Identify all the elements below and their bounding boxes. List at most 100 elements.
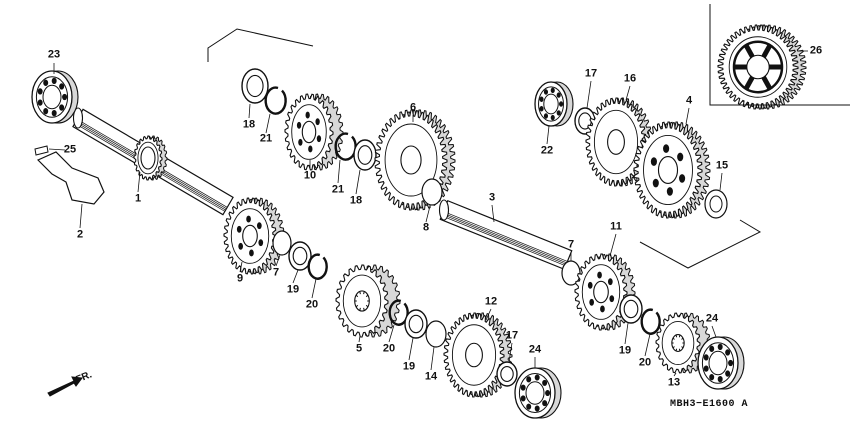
bearing-22-ball [556,110,561,116]
bearing-23-ball [59,104,65,111]
callout-21b: 21 [331,183,345,196]
bearing-22-ball [543,113,549,119]
callout-2: 2 [76,228,84,241]
callout-9: 9 [236,272,244,285]
circlip-21a [264,86,287,115]
set-plate-2 [36,151,105,205]
leader-25 [48,148,66,151]
bearing-22-ball [559,101,564,107]
leader-19a [292,269,299,284]
callout-25: 25 [63,143,77,156]
callout-20a: 20 [305,298,319,311]
group-bracket-upper [207,28,314,62]
bearing-23-ball [51,77,57,85]
leader-14 [430,346,435,371]
callout-17b: 17 [584,67,598,80]
countershaft-spline [443,211,568,262]
callout-26: 26 [809,44,823,57]
callout-18a: 18 [242,118,256,131]
callout-4: 4 [685,94,693,107]
bearing-23-bore [42,84,62,110]
leader-19b [408,337,414,361]
bearing-24b-ball [703,354,709,361]
callout-7b: 7 [567,238,575,251]
bearing-24a-ball [526,376,532,383]
bushing-14 [425,320,447,348]
leader-5 [358,335,361,343]
bushing-8 [421,178,443,206]
callout-1: 1 [134,192,142,205]
callout-19b: 19 [402,360,416,373]
gear-26 [717,24,807,110]
bearing-23-ball [43,108,49,115]
leader-11 [609,233,617,257]
leader-15 [719,172,723,191]
callout-17a: 17 [505,329,519,342]
leader-17a [508,342,513,363]
bearing-23-ball [59,83,65,90]
callout-16: 16 [623,72,637,85]
diagram-code-suffix: A [741,399,749,410]
bearing-23-ball [62,93,68,101]
bearing-24a-ball [542,400,548,407]
callout-20c: 20 [638,356,652,369]
leader-3 [491,204,495,223]
gear-9 [223,197,285,275]
bearing-24b-ball [728,359,734,367]
inset-frame-26 [709,4,850,106]
bearing-24b-ball [725,370,731,377]
callout-8: 8 [422,221,430,234]
countershaft-spline [442,214,567,265]
bearing-24a-ball [520,384,526,391]
callout-18b: 18 [349,194,363,207]
leader-18a [248,103,251,119]
bearing-23-ball [37,99,43,106]
bearing-24b-ball [709,374,715,381]
callout-3: 3 [488,191,496,204]
washer-17a-hole [500,366,514,382]
countershaft-end [438,199,450,221]
bearing-22-ball [556,92,561,98]
callout-13: 13 [667,376,681,389]
group-bracket-right [639,219,762,269]
leader-24b [711,325,717,338]
callout-12: 12 [484,295,498,308]
bearing-24a-ball [534,374,540,381]
callout-5: 5 [355,342,363,355]
leader-22 [546,125,550,145]
bearing-22-ball [539,106,544,112]
main-shaft-gear [133,135,168,181]
leader-16 [625,85,631,101]
leader-20c [644,333,651,357]
callout-14: 14 [424,370,438,383]
leader-20a [311,278,317,299]
leader-17b [586,80,592,109]
bearing-22-ball [550,87,555,94]
bearing-24b-ball [709,345,715,352]
gear-10 [284,93,344,171]
bearing-23-ball [37,88,43,95]
circlip-20b [388,299,409,326]
leader-9 [239,261,243,273]
leader-12 [485,308,492,321]
leader-8 [425,205,431,223]
callout-15: 15 [715,159,729,172]
callout-6: 6 [409,101,417,114]
bearing-24a-ball [526,403,532,410]
bearing-15-bore [709,195,723,213]
callout-19a: 19 [286,283,300,296]
diagram-code: MBH3−E1600 A [670,399,748,410]
circlip-20c [640,308,661,335]
leader-20b [388,324,395,343]
washer-18b-hole [357,145,373,165]
bearing-23-ball [43,79,49,86]
bearing-24a-ball [520,395,526,402]
bearing-24a-bore [525,381,545,405]
bolt-25 [34,145,49,156]
callout-23: 23 [47,48,61,61]
leader-21a [265,113,271,134]
diagram-code-text: MBH3−E1600 [670,399,736,410]
callout-7a: 7 [272,266,280,279]
leader-4 [685,107,690,125]
